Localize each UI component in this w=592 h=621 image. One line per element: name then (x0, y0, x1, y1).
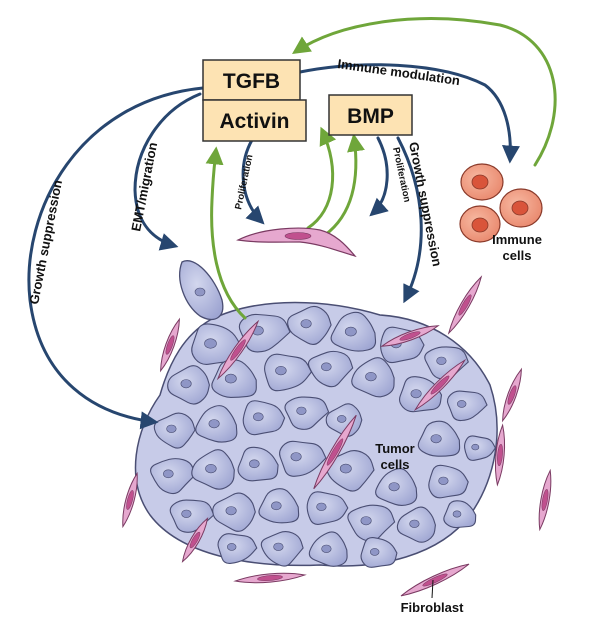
tumor-cell (399, 376, 443, 413)
tumor-cell (191, 449, 235, 490)
tumor-cell (195, 405, 238, 443)
tumor-cell (258, 488, 300, 524)
fibroblast (502, 367, 522, 423)
immune-cell (460, 163, 504, 201)
tumor-cell (150, 458, 196, 495)
immune-cells-label-line2: cells (503, 248, 532, 263)
tumor-cell (330, 311, 377, 352)
tumor-cell (325, 450, 375, 492)
tgfb-label: TGFB (223, 70, 280, 93)
tumor-cell (325, 403, 363, 437)
proliferation-left-label: Proliferation (233, 153, 255, 210)
immune-feedback-arrow (292, 17, 557, 167)
tumor-cell (360, 537, 398, 568)
activin-label: Activin (219, 110, 289, 133)
tumor-cell (167, 365, 210, 405)
tumor-cell (443, 500, 477, 529)
fibroblast (413, 358, 467, 412)
migrating-tumor-cell (179, 260, 224, 321)
tumor-cell (428, 464, 469, 499)
tumor-feedback-arrow (205, 146, 247, 320)
tumor-cell (191, 323, 242, 365)
tumor-cell (279, 440, 327, 477)
tumor-mass (134, 301, 498, 568)
tumor-cell (307, 350, 354, 388)
fibroblast (400, 563, 470, 597)
fibroblast-feedback-arrow-2 (323, 133, 365, 237)
fibroblast (122, 471, 138, 529)
fibroblast (216, 319, 260, 381)
tumor-cell (446, 390, 488, 422)
fibroblast (160, 317, 180, 373)
fibroblast (538, 468, 552, 532)
tumor-cells-group (150, 305, 497, 568)
fibroblast (447, 275, 483, 335)
bmp-box: BMP (328, 94, 413, 136)
tumor-cell (351, 357, 395, 398)
tgfb-box: TGFB (202, 59, 301, 101)
proliferation-right-arrow (369, 136, 389, 217)
tumor-cell (308, 531, 348, 567)
growth-suppression-left-arrow (27, 86, 205, 430)
immune-modulation-label: Immune modulation (337, 56, 461, 88)
blue-arrows (27, 63, 520, 430)
fibroblast (494, 423, 506, 487)
tumor-cell (375, 467, 418, 506)
tumor-cell (260, 531, 304, 567)
emt-migration-arrow (133, 92, 202, 251)
immune-cells-label-line1: Immune (492, 232, 542, 247)
fibroblast (313, 414, 357, 490)
tumor-cell (217, 533, 258, 564)
tumor-cell (347, 504, 396, 542)
tumor-cell (306, 491, 349, 525)
green-arrows (205, 17, 557, 320)
tumor-cell (237, 446, 279, 482)
tumor-cell (284, 396, 330, 430)
fibroblast-feedback-arrow-1 (306, 126, 337, 230)
tumor-cell (287, 305, 332, 346)
fibroblast (233, 572, 307, 584)
tumor-cell (396, 506, 436, 543)
immune-cell (499, 188, 543, 228)
fibroblasts-group (122, 275, 552, 597)
tumor-cell (417, 420, 461, 457)
growth-suppression-right-label: Growth suppression (406, 141, 445, 268)
tumor-cell (242, 400, 286, 436)
tumor-cell (463, 435, 497, 461)
immune-cell (459, 205, 501, 243)
bmp-label: BMP (347, 105, 394, 128)
fibroblast-pointer-line (431, 579, 434, 599)
fibroblast (380, 325, 440, 347)
fibroblast-label: Fibroblast (401, 600, 465, 615)
tumor-cell (212, 492, 256, 532)
activin-box: Activin (202, 99, 307, 142)
fibroblast (181, 517, 209, 563)
tumor-cells-label-line1: Tumor (375, 441, 414, 456)
tumor-cells-label-line2: cells (381, 457, 410, 472)
proliferation-left-arrow (241, 138, 265, 225)
tumor-cell (264, 353, 313, 392)
central-fibroblast (236, 227, 357, 258)
growth-suppression-right-arrow (396, 136, 423, 304)
tumor-cell (153, 412, 196, 449)
emt-migration-label: EMT/migration (128, 141, 160, 233)
immune-modulation-arrow (298, 63, 520, 164)
immune-cells (459, 163, 543, 243)
